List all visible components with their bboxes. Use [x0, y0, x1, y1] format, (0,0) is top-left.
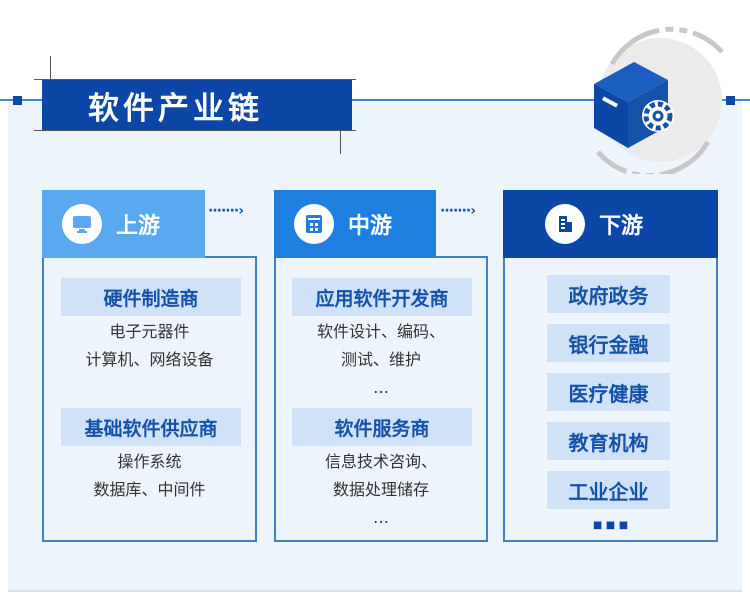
building-icon: [545, 204, 585, 244]
desc-line: 操作系统: [117, 452, 182, 471]
line-end-marker: [726, 96, 735, 105]
line-end-marker: [13, 96, 22, 105]
group-title: 基础软件供应商: [61, 408, 241, 446]
desc-line: 数据库、中间件: [93, 480, 206, 499]
arrow-icon: ·······›: [208, 203, 244, 219]
decor-line: [50, 56, 51, 96]
sector-item: 教育机构: [547, 422, 670, 460]
group-title: 应用软件开发商: [292, 278, 472, 316]
decor-line: [205, 256, 257, 258]
group-desc: 电子元器件计算机、网络设备: [42, 318, 257, 374]
desc-line: 信息技术咨询、: [324, 452, 437, 471]
more-indicator: ■ ■ ■: [592, 520, 629, 531]
desc-line: 测试、维护: [340, 350, 421, 369]
desc-line: …: [373, 378, 389, 397]
desc-line: 数据处理储存: [332, 480, 429, 499]
desc-line: …: [373, 508, 389, 527]
decor-line: [34, 79, 356, 80]
divider: [8, 590, 742, 592]
software-box-gear-icon: [572, 24, 748, 178]
group-desc: 软件设计、编码、测试、维护 …: [274, 318, 488, 402]
decor-line: [436, 256, 488, 258]
divider: [0, 99, 750, 101]
arrow-icon: ·······›: [440, 203, 476, 219]
column-label: 上游: [116, 214, 161, 239]
sector-item: 银行金融: [547, 324, 670, 362]
sector-item: 医疗健康: [547, 373, 670, 411]
midstream-column: 中游 应用软件开发商 软件设计、编码、测试、维护 … 软件服务商 信息技术咨询、数…: [274, 190, 488, 542]
column-header: 上游: [42, 190, 205, 258]
calculator-icon: [294, 204, 334, 244]
sector-item: 工业企业: [547, 471, 670, 509]
column-header: 中游: [274, 190, 436, 258]
downstream-column: 下游 政府政务 银行金融 医疗健康 教育机构 工业企业 ■ ■ ■: [503, 190, 718, 542]
page-title: 软件产业链: [42, 80, 352, 130]
column-header: 下游: [503, 190, 718, 258]
desc-line: 计算机、网络设备: [85, 350, 214, 369]
column-label: 中游: [348, 214, 393, 239]
column-label: 下游: [599, 214, 644, 239]
group-title: 硬件制造商: [61, 278, 241, 316]
desc-line: 软件设计、编码、: [316, 322, 445, 341]
sector-item: 政府政务: [547, 275, 670, 313]
decor-line: [34, 130, 356, 131]
group-title: 软件服务商: [292, 408, 472, 446]
desc-line: 电子元器件: [109, 322, 190, 341]
group-desc: 信息技术咨询、数据处理储存 …: [274, 448, 488, 532]
group-desc: 操作系统数据库、中间件: [42, 448, 257, 504]
decor-line: [340, 112, 341, 154]
upstream-column: 上游 硬件制造商 电子元器件计算机、网络设备 基础软件供应商 操作系统数据库、中…: [42, 190, 257, 542]
monitor-icon: [62, 204, 102, 244]
